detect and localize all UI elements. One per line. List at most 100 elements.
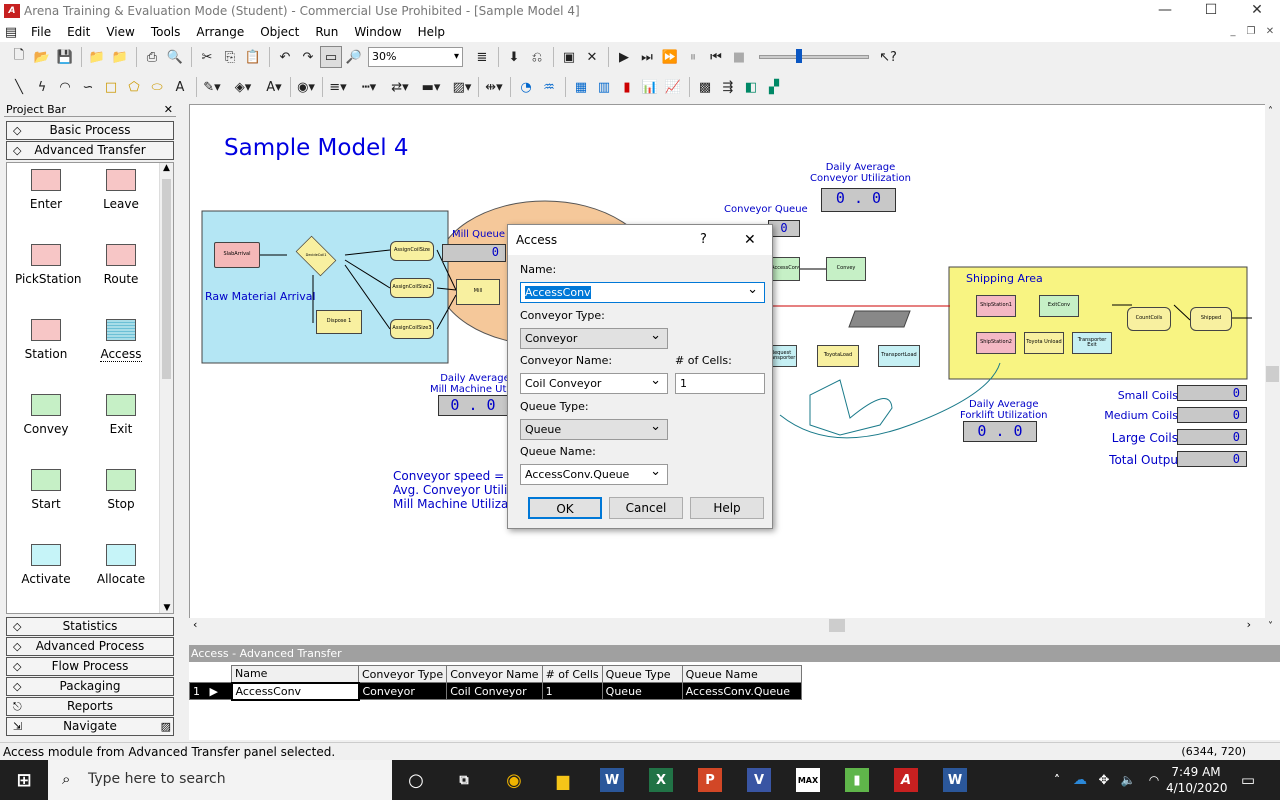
assign-coil-size-block[interactable]: AssignCoilSize: [390, 241, 434, 261]
bezier-icon[interactable]: ∽: [82, 79, 94, 95]
conveyor-name-select[interactable]: Coil Conveyor: [520, 371, 668, 394]
powerpoint-icon[interactable]: P: [698, 768, 722, 792]
maximize-button[interactable]: ☐: [1204, 2, 1218, 18]
scroll-thumb[interactable]: [162, 179, 171, 379]
menu-file[interactable]: File: [31, 25, 52, 39]
submodel-icon[interactable]: ⎌: [531, 49, 543, 65]
variable-icon[interactable]: ▦: [574, 79, 588, 95]
scroll-left-icon[interactable]: ‹: [193, 618, 198, 631]
zoom-icon[interactable]: 🔎: [345, 49, 363, 65]
word-icon-2[interactable]: W: [943, 768, 967, 792]
show-hidden-icons[interactable]: ˄: [1054, 773, 1060, 787]
fill-color-icon[interactable]: ◈▾: [234, 79, 252, 95]
scroll-right-icon[interactable]: ›: [1246, 618, 1251, 631]
volume-icon[interactable]: 🔈: [1120, 773, 1136, 787]
fill-pattern-icon[interactable]: ▨▾: [452, 79, 472, 95]
route-anim-icon[interactable]: ▞: [769, 79, 779, 95]
task-view-icon[interactable]: ⧉: [459, 772, 469, 788]
panel-advanced-transfer[interactable]: ◇Advanced Transfer: [6, 141, 174, 160]
access-conv-block[interactable]: AccessConv: [772, 257, 800, 281]
module-stop[interactable]: Stop: [90, 469, 152, 511]
fast-forward-icon[interactable]: ⏩: [661, 49, 679, 65]
mdi-minimize-button[interactable]: _: [1230, 26, 1236, 37]
check-model-icon[interactable]: ✕: [586, 49, 598, 65]
template-detach-icon[interactable]: 📁: [111, 49, 129, 65]
cells-input[interactable]: 1: [675, 373, 765, 394]
convey-block[interactable]: Convey: [826, 257, 866, 281]
date-icon[interactable]: ♒: [543, 79, 555, 95]
histogram-icon[interactable]: ▮: [623, 79, 631, 95]
ship-station1-block[interactable]: ShipStation1: [976, 295, 1016, 317]
open-icon[interactable]: 📂: [33, 49, 51, 65]
close-button[interactable]: ✕: [1251, 2, 1263, 18]
cell-name[interactable]: AccessConv: [230, 681, 360, 701]
arrow-style-icon[interactable]: ⇄▾: [391, 79, 409, 95]
menu-window[interactable]: Window: [354, 25, 402, 39]
close-icon[interactable]: ✕: [744, 232, 756, 248]
end-icon[interactable]: ■: [732, 49, 746, 65]
notifications-icon[interactable]: ▭: [1240, 771, 1256, 789]
whats-this-help-icon[interactable]: ↖?: [879, 49, 897, 65]
header-queue-name[interactable]: Queue Name: [681, 665, 802, 683]
help-button[interactable]: Help: [690, 497, 764, 519]
clock[interactable]: 7:49 AM 4/10/2020: [1166, 764, 1228, 796]
visio-icon[interactable]: V: [747, 768, 771, 792]
scroll-up-icon[interactable]: ˄: [1268, 106, 1273, 117]
cell-queue-type[interactable]: Queue: [601, 682, 683, 700]
arc-icon[interactable]: ◠: [59, 79, 71, 95]
step-icon[interactable]: ⏭: [641, 49, 653, 65]
module-enter[interactable]: Enter: [15, 169, 77, 211]
toyota-load-block[interactable]: ToyotaLoad: [817, 345, 859, 367]
scroll-up-icon[interactable]: ▲: [163, 163, 170, 173]
assign-coil-size3-block[interactable]: AssignCoilSize3: [390, 319, 434, 339]
palette-scrollbar[interactable]: ▲ ▼: [159, 163, 173, 613]
slab-arrival-block[interactable]: SlabArrival: [214, 242, 260, 268]
request-transporter-block[interactable]: Request Transporter: [765, 345, 797, 367]
ok-button[interactable]: OK: [528, 497, 602, 519]
header-name[interactable]: Name: [231, 665, 359, 683]
level-icon[interactable]: ▥: [597, 79, 611, 95]
menu-view[interactable]: View: [106, 25, 135, 39]
cell-queue-name[interactable]: AccessConv.Queue: [681, 682, 802, 700]
document-icon[interactable]: ▤: [4, 24, 18, 40]
animation-speed-slider[interactable]: [759, 49, 869, 63]
zoom-select[interactable]: 30%: [368, 47, 463, 67]
menu-edit[interactable]: Edit: [67, 25, 91, 39]
module-start[interactable]: Start: [15, 469, 77, 511]
module-activate[interactable]: Activate: [15, 544, 77, 586]
module-access[interactable]: Access: [90, 319, 152, 362]
dropbox-icon[interactable]: ✥: [1098, 772, 1110, 788]
line-color-icon[interactable]: ✎▾: [203, 79, 221, 95]
max-app-icon[interactable]: MAX: [796, 768, 820, 792]
pause-icon[interactable]: ⏸: [689, 49, 697, 65]
station-anim-icon[interactable]: ◧: [744, 79, 758, 95]
queue-name-select[interactable]: AccessConv.Queue: [520, 462, 668, 485]
module-pickstation[interactable]: PickStation: [15, 244, 82, 286]
window-background-color-icon[interactable]: ◉▾: [297, 79, 315, 95]
slider-thumb[interactable]: [796, 49, 802, 63]
panel-flow-process[interactable]: ◇Flow Process: [6, 657, 174, 676]
plot-icon[interactable]: 📊: [641, 79, 659, 95]
show-dimensions-icon[interactable]: ⇹▾: [485, 79, 503, 95]
panel-reports[interactable]: ⎋Reports: [6, 697, 174, 716]
connect-icon[interactable]: ⬇: [508, 49, 520, 65]
menu-tools[interactable]: Tools: [150, 25, 181, 39]
shipped-block[interactable]: Shipped: [1190, 307, 1232, 331]
box-icon[interactable]: □: [104, 79, 118, 95]
name-field[interactable]: AccessConv: [520, 280, 765, 303]
panel-basic-process[interactable]: ◇Basic Process: [6, 121, 174, 140]
text-icon[interactable]: A: [175, 79, 185, 95]
polyline-icon[interactable]: ϟ: [37, 79, 47, 95]
model-canvas[interactable]: Sample Model 4 Raw Material Arrival Slab…: [189, 104, 1265, 618]
module-convey[interactable]: Convey: [15, 394, 77, 436]
canvas-vscrollbar[interactable]: ˄ ˅: [1265, 104, 1280, 634]
scroll-down-icon[interactable]: ▼: [163, 603, 171, 613]
excel-icon[interactable]: X: [649, 768, 673, 792]
header-cells[interactable]: # of Cells: [541, 665, 603, 683]
layers-icon[interactable]: ≣: [476, 49, 488, 65]
print-icon[interactable]: ⎙: [146, 49, 158, 65]
template-attach-icon[interactable]: 📁: [88, 49, 106, 65]
new-icon[interactable]: 🗋: [13, 48, 25, 63]
help-icon[interactable]: ?: [700, 232, 707, 247]
cell-conveyor-name[interactable]: Coil Conveyor: [446, 682, 543, 700]
